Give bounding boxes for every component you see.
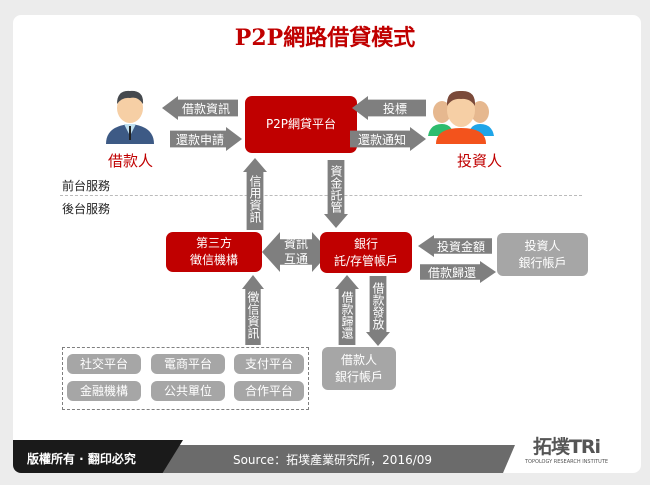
arrow-loan-info: 借款資訊: [162, 96, 238, 120]
borrower-icon: [106, 90, 154, 144]
bank-custody-box: 銀行託/存管帳戶: [320, 232, 412, 273]
back-service-label: 後台服務: [62, 202, 111, 216]
footer-copyright: 版權所有 · 翻印必究: [13, 440, 183, 473]
source-payment: 支付平台: [234, 354, 304, 374]
arrow-fund-custody: 資金託管: [324, 160, 348, 228]
arrow-credit-data: 徵信資訊: [242, 275, 264, 345]
logo-subtitle: TOPOLOGY RESEARCH INSTITUTE: [525, 459, 609, 465]
arrow-repay-apply: 還款申請: [170, 127, 242, 151]
tri-logo: 拓墣TRi TOPOLOGY RESEARCH INSTITUTE: [525, 432, 608, 465]
section-divider: [60, 195, 582, 196]
arrow-loan-return-right: 借款歸還: [420, 261, 496, 283]
borrower-bank-account-box: 借款人 銀行帳戶: [322, 347, 396, 390]
arrow-repay-notice: 還款通知: [350, 127, 426, 151]
arrow-invest-amount: 投資金額: [418, 235, 492, 257]
page-title: P2P網路借貸模式: [234, 25, 416, 51]
data-sources-group: [62, 347, 309, 410]
footer-source: Source：拓墣產業研究所，2016/09: [150, 445, 515, 473]
arrow-loan-release: 借款發放: [366, 276, 390, 346]
logo-text: 拓墣TRi: [532, 436, 601, 458]
source-partner: 合作平台: [234, 381, 304, 401]
arrow-credit-info: 信用資訊: [243, 158, 267, 230]
investor-bank-account-box: 投資人 銀行帳戶: [497, 233, 588, 276]
source-financial: 金融機構: [67, 381, 141, 401]
p2p-platform-box: P2P網貸平台: [245, 96, 357, 153]
credit-agency-box: 第三方 徵信機構: [166, 232, 262, 272]
investor-label: 投資人: [457, 152, 503, 170]
source-ecommerce: 電商平台: [151, 354, 225, 374]
front-service-label: 前台服務: [62, 179, 111, 193]
source-public: 公共單位: [151, 381, 225, 401]
arrow-bid: 投標: [352, 96, 426, 120]
investor-icon: [428, 90, 494, 144]
source-social: 社交平台: [67, 354, 141, 374]
arrow-loan-return-up: 借款歸還: [335, 275, 359, 345]
borrower-label: 借款人: [108, 152, 154, 170]
